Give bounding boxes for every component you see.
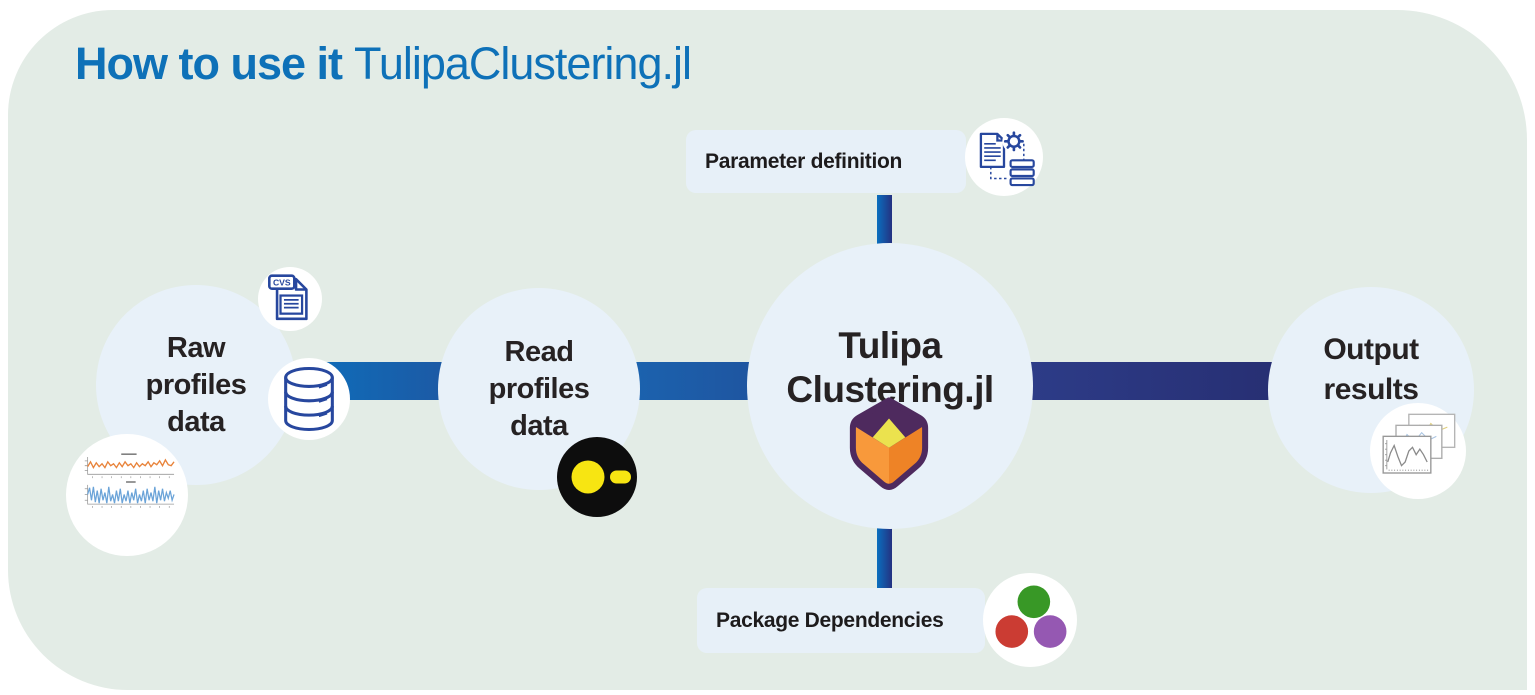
- node-raw-line1: Raw: [166, 331, 226, 364]
- page-title-bold: How to use it: [75, 38, 343, 89]
- julia-logo-badge: [983, 573, 1077, 667]
- connector-read-to-center: [635, 362, 755, 400]
- connector-center-to-output: [1025, 362, 1275, 400]
- database-badge: [268, 358, 350, 440]
- julia-logo-icon: [995, 585, 1067, 648]
- node-read-label: Read profiles data: [489, 334, 590, 445]
- output-charts-badge: [1370, 403, 1466, 499]
- node-raw-profiles-data: Raw profiles data: [96, 285, 296, 485]
- node-raw-line3: data: [167, 405, 225, 438]
- page-title-product: TulipaClustering.jl: [354, 38, 692, 89]
- connector-parameter-to-center: [877, 195, 892, 245]
- node-output-line2: results: [1323, 373, 1419, 406]
- profiles-plots-icon: [84, 453, 175, 508]
- parameter-definition-icon: [979, 129, 1035, 187]
- profiles-plots-badge: [66, 434, 188, 556]
- parameter-definition-badge: [965, 118, 1043, 196]
- node-center-line1: Tulipa: [838, 325, 942, 366]
- parameter-definition-label: Parameter definition: [705, 149, 903, 173]
- package-dependencies-label: Package Dependencies: [716, 608, 944, 632]
- connector-center-to-dependencies: [877, 519, 892, 589]
- node-read-line2: profiles: [488, 372, 590, 405]
- duckdb-badge: [557, 437, 637, 517]
- node-output-line1: Output: [1323, 333, 1419, 366]
- package-dependencies-box: Package Dependencies: [697, 588, 985, 653]
- parameter-definition-box: Parameter definition: [686, 130, 966, 193]
- node-output-label: Output results: [1323, 330, 1419, 410]
- database-icon: [284, 366, 334, 432]
- csv-file-icon: CVS: [268, 274, 308, 321]
- node-raw-line2: profiles: [145, 368, 247, 401]
- node-raw-label: Raw profiles data: [146, 330, 247, 441]
- output-charts-icon: [1382, 413, 1456, 474]
- node-read-profiles-data: Read profiles data: [438, 288, 640, 490]
- tulipa-logo-icon: [849, 397, 929, 490]
- csv-file-icon-label: CVS: [273, 278, 291, 288]
- node-read-line3: data: [510, 409, 568, 442]
- duckdb-icon: [571, 460, 631, 494]
- node-read-line1: Read: [504, 335, 574, 368]
- csv-file-badge: CVS: [258, 267, 322, 331]
